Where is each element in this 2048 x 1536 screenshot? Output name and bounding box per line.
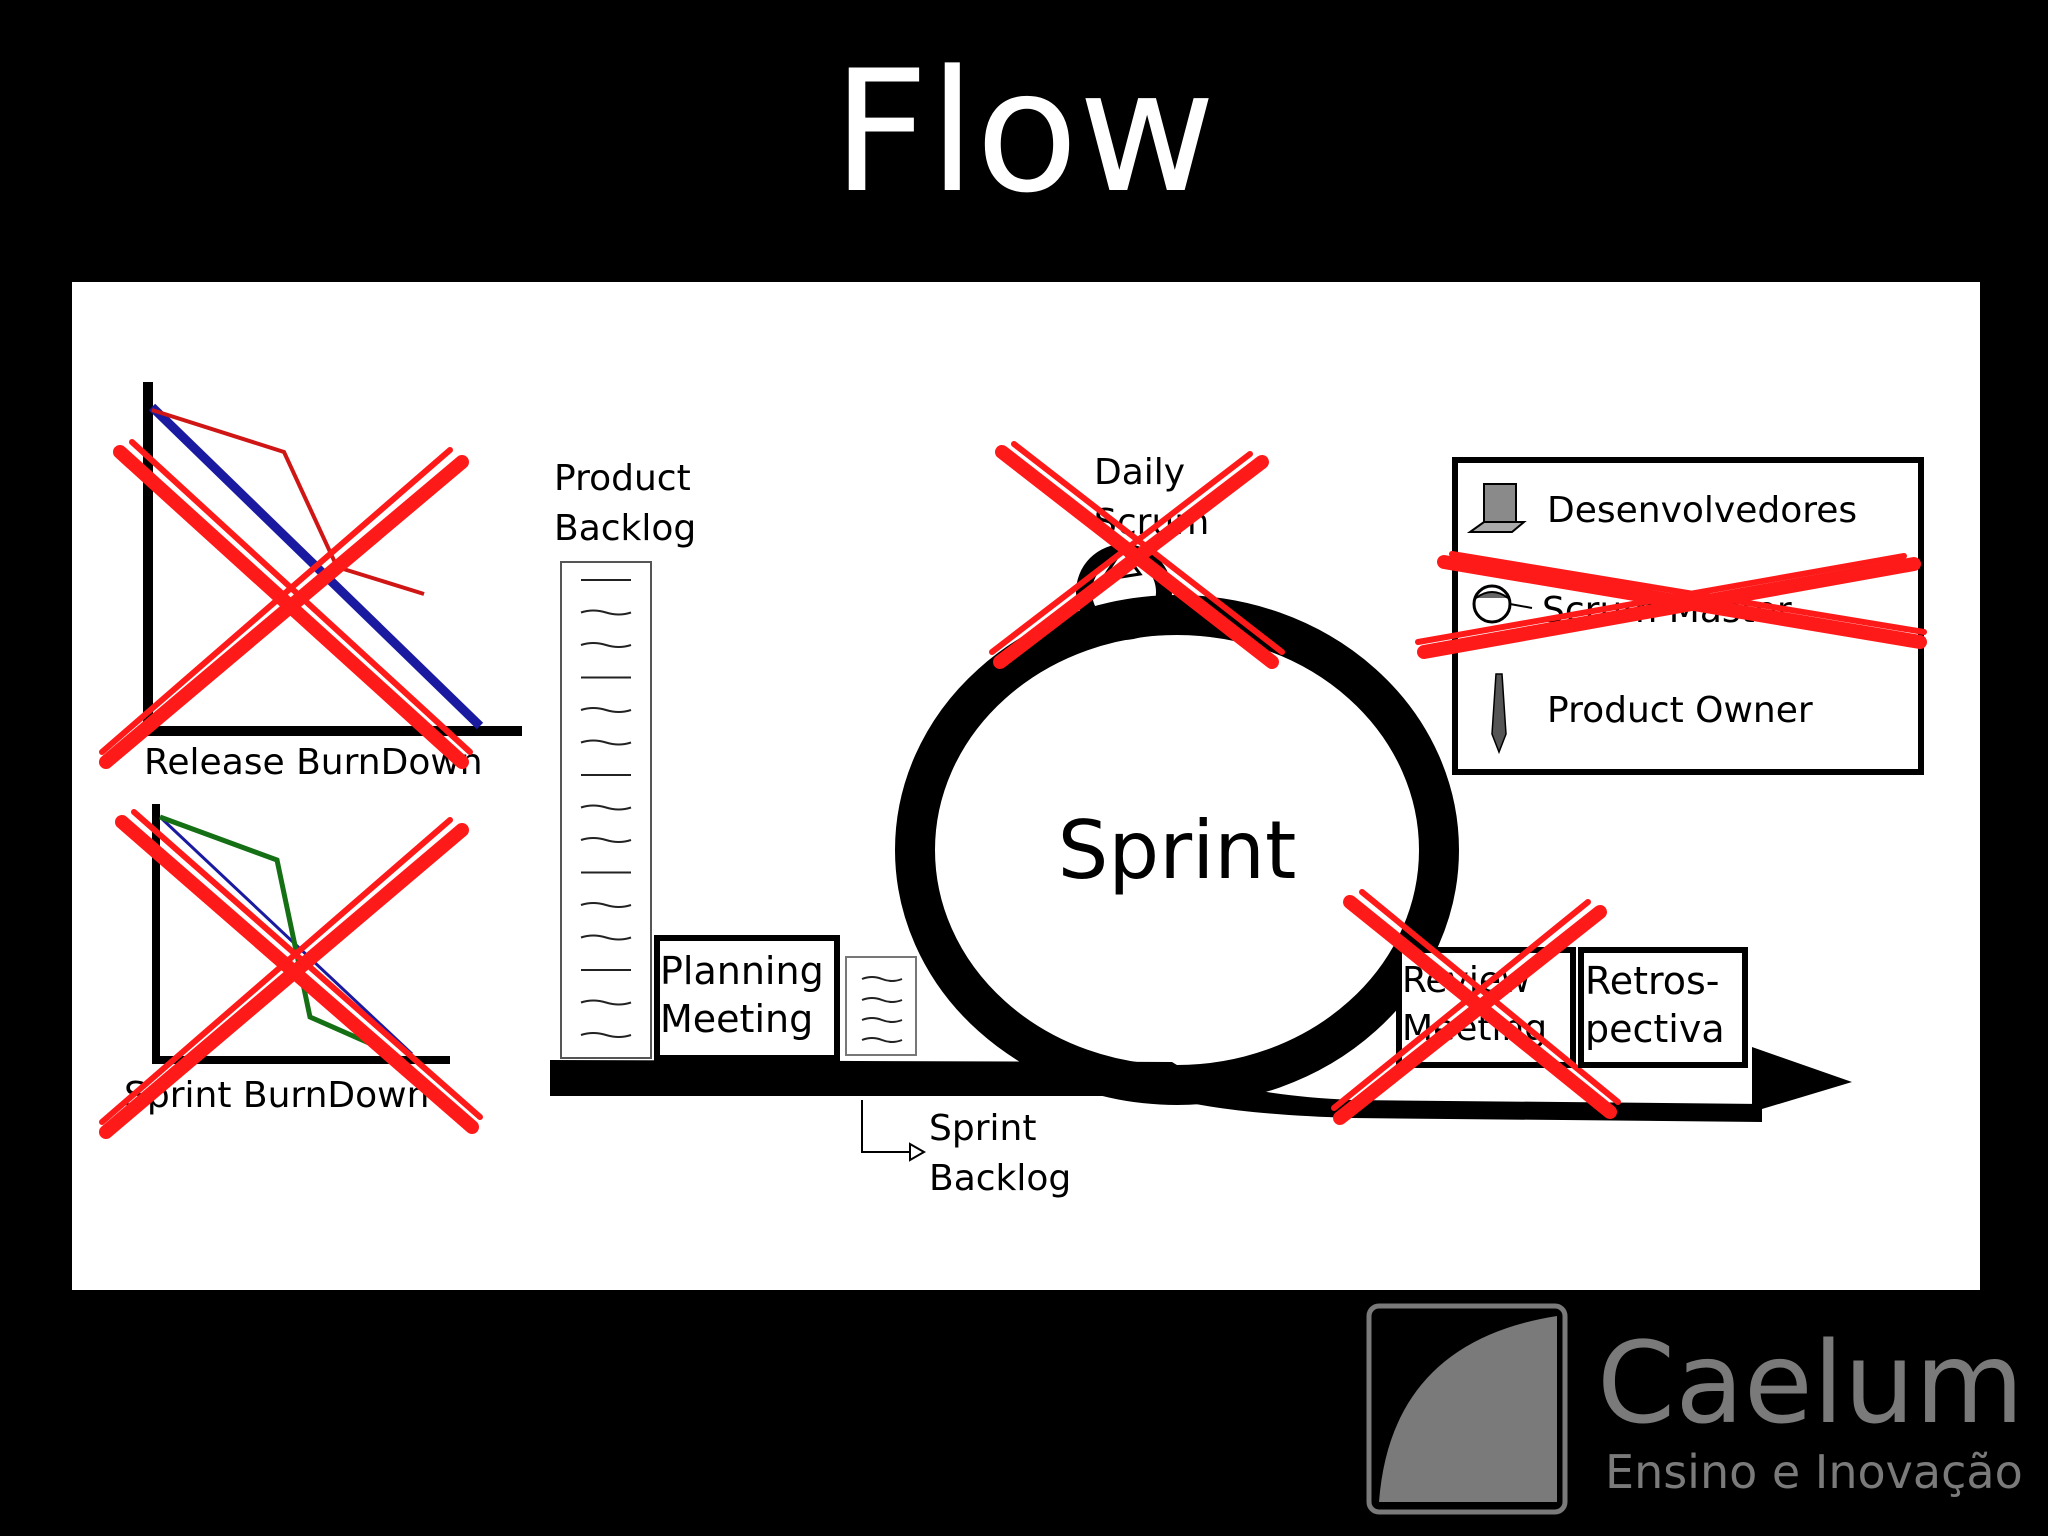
scrum-master-icon	[1472, 584, 1533, 624]
caelum-logo: Caelum Ensino e Inovação	[1366, 1303, 2024, 1515]
backlog-item-mark	[580, 1032, 632, 1038]
backlog-item-mark	[580, 609, 632, 616]
sprint-actual-line	[159, 814, 396, 1057]
slide-title: Flow	[832, 34, 1216, 230]
planning-meeting-box	[654, 935, 840, 1061]
timeline-arrowhead	[1752, 1047, 1852, 1112]
sprint-burndown-chart: Sprint BurnDown	[99, 804, 483, 1139]
planning-meeting: Planning Meeting	[654, 935, 840, 1061]
review-meeting-cross	[1331, 889, 1621, 1125]
release-burndown-cross	[99, 439, 473, 769]
sprint-backlog-label-line2: Backlog	[929, 1158, 1071, 1199]
product-backlog: Product Backlog	[554, 458, 696, 1059]
planning-meeting-label-line2: Meeting	[660, 997, 813, 1041]
sprint-backlog-items	[861, 976, 903, 1043]
sprint-backlog-arrow	[909, 1142, 927, 1162]
product-backlog-label-line1: Product	[554, 458, 691, 499]
backlog-item-mark	[580, 934, 632, 941]
scrum-flow-diagram: Release BurnDown Sprint BurnDown Product…	[72, 282, 1980, 1290]
legend-box	[1452, 457, 1924, 775]
backlog-item-mark	[580, 902, 632, 908]
release-burndown-chart: Release BurnDown	[99, 382, 522, 783]
backlog-item-mark	[580, 707, 632, 713]
roles-legend: Desenvolvedores Scrum Master Product Own…	[1415, 457, 1927, 775]
daily-scrum: Daily Scrum	[989, 441, 1285, 669]
legend-label-product-owner: Product Owner	[1547, 690, 1813, 731]
star-icon	[1379, 1318, 1403, 1342]
sprint-backlog-label-line1: Sprint	[929, 1108, 1036, 1149]
backlog-item-mark	[580, 999, 632, 1006]
product-backlog-column	[560, 561, 652, 1059]
retrospectiva-label-line2: pectiva	[1585, 1007, 1725, 1051]
release-actual-line	[151, 408, 425, 596]
sprint-label: Sprint	[1058, 804, 1297, 897]
caelum-logo-mark	[1366, 1303, 1568, 1515]
release-burndown-label: Release BurnDown	[144, 742, 483, 783]
legend-label-desenvolvedores: Desenvolvedores	[1547, 490, 1857, 531]
planning-meeting-label-line1: Planning	[660, 949, 824, 993]
daily-scrum-cross	[989, 441, 1285, 669]
backlog-item-mark	[580, 837, 632, 843]
daily-scrum-label-line1: Daily	[1094, 452, 1185, 493]
tie-icon	[1491, 673, 1507, 755]
sprint-loop	[895, 595, 1459, 1105]
sprint-cycle: Sprint	[895, 544, 1459, 1105]
laptop-icon	[1466, 483, 1527, 533]
diagram-canvas: Release BurnDown Sprint BurnDown Product…	[99, 382, 1927, 1199]
product-backlog-label-line2: Backlog	[554, 508, 696, 549]
scrum-master-cross	[1415, 551, 1927, 659]
sprint-ideal-line	[158, 815, 414, 1056]
sprint-backlog-connector	[861, 1100, 910, 1153]
backlog-item-mark	[580, 739, 632, 746]
retrospectiva-label-line1: Retros-	[1585, 959, 1720, 1003]
retrospectiva: Retros- pectiva	[1578, 947, 1748, 1068]
caelum-logo-tagline: Ensino e Inovação	[1605, 1445, 2023, 1499]
backlog-item-mark	[580, 804, 632, 811]
caelum-logo-name: Caelum	[1597, 1319, 2024, 1449]
product-backlog-items	[580, 579, 632, 1038]
sprint-burndown-cross	[99, 809, 483, 1139]
retrospectiva-box	[1578, 947, 1748, 1068]
sprint-backlog: Sprint Backlog	[845, 956, 1071, 1199]
backlog-item-mark	[580, 642, 632, 648]
review-meeting: Review Meeting	[1331, 889, 1621, 1125]
